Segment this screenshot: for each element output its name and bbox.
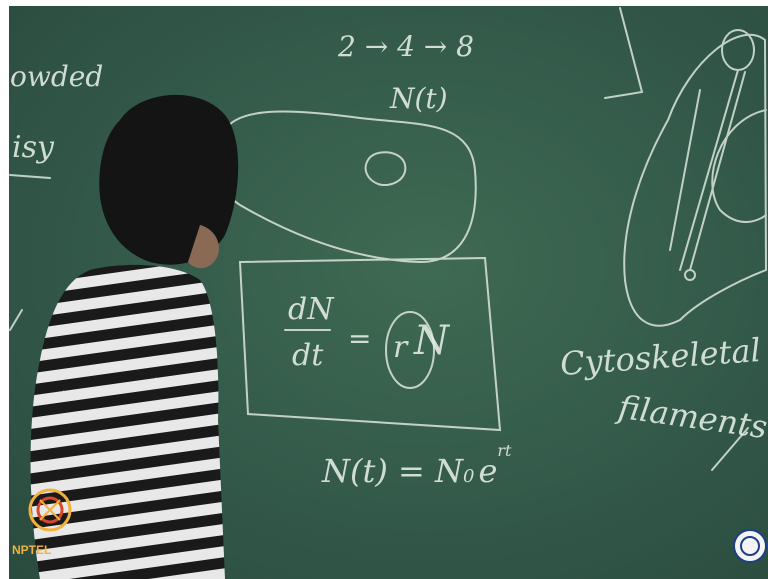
filament-3 bbox=[669, 89, 701, 251]
cell-outline bbox=[217, 110, 477, 264]
circle-around-rn bbox=[385, 311, 435, 389]
lecturer-face bbox=[188, 225, 219, 269]
chalk-slash bbox=[711, 427, 749, 471]
filament-2 bbox=[689, 71, 746, 271]
cytoskeleton-cell-sketch bbox=[623, 33, 768, 327]
solution-subscript: 0 bbox=[462, 466, 475, 487]
lecturer-hair bbox=[99, 94, 239, 265]
noisy-underline bbox=[9, 174, 51, 179]
organelle-bottom bbox=[684, 269, 696, 281]
equation-box bbox=[238, 256, 502, 432]
crowded-fragment: owded bbox=[10, 60, 104, 93]
inner-curve bbox=[711, 109, 767, 223]
lecturer-shirt bbox=[30, 264, 225, 579]
filament-1 bbox=[679, 69, 739, 271]
nptel-label: NPTEL bbox=[12, 543, 52, 557]
eq-rate: r bbox=[393, 330, 408, 365]
nucleus-sketch bbox=[364, 151, 407, 186]
noisy-fragment: isy bbox=[12, 130, 54, 165]
solution-base: e bbox=[478, 452, 498, 490]
solution-main: N(t) = N bbox=[322, 452, 463, 490]
top-right-bracket bbox=[604, 7, 644, 99]
left-edge-mark bbox=[9, 309, 23, 331]
solution-exponent: rt bbox=[497, 441, 512, 461]
eq-denominator: dt bbox=[292, 338, 324, 373]
eq-numerator: dN bbox=[288, 292, 334, 327]
eq-equals: = bbox=[348, 322, 372, 355]
sequence-text: 2 → 4 → 8 bbox=[338, 30, 474, 63]
n-of-t-text: N(t) bbox=[390, 82, 448, 115]
eq-n: N bbox=[414, 318, 449, 364]
